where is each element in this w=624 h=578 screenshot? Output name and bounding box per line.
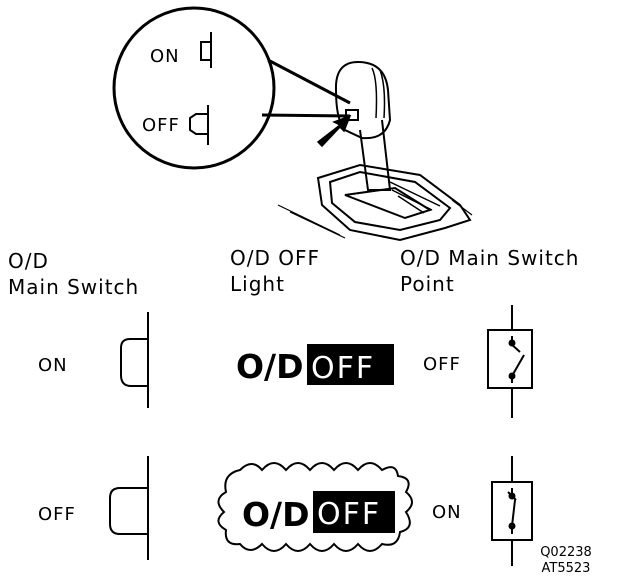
row2-light-od-text: O/D bbox=[242, 495, 310, 534]
contact-closed-icon bbox=[491, 456, 533, 566]
switch-released-icon bbox=[109, 456, 149, 560]
switch-pressed-icon bbox=[120, 312, 149, 408]
header-light-line1: O/D OFF bbox=[230, 246, 320, 270]
row-switch-on: ON O/D OFF OFF bbox=[38, 305, 533, 418]
header-main-switch-line1: O/D bbox=[8, 249, 49, 273]
contact-open-icon bbox=[487, 305, 533, 418]
row1-switch-state: ON bbox=[38, 355, 68, 376]
shift-lever-illustration bbox=[277, 60, 473, 242]
row2-point-state: ON bbox=[432, 502, 462, 523]
figure-code-1: Q02238 bbox=[540, 545, 592, 560]
row-switch-off: OFF O/D OFF ON bbox=[38, 456, 533, 566]
figure-code-2: AT5523 bbox=[542, 561, 591, 576]
row1-light-off-text: OFF bbox=[311, 351, 375, 386]
header-point-line2: Point bbox=[400, 272, 455, 296]
row1-light-od-text: O/D bbox=[236, 347, 304, 386]
header-light-line2: Light bbox=[230, 272, 285, 296]
callout-on-label: ON bbox=[150, 46, 180, 67]
row2-switch-state: OFF bbox=[38, 504, 76, 525]
callout-on-button-icon bbox=[200, 32, 212, 68]
callout-off-label: OFF bbox=[142, 115, 180, 136]
callout-off-button-icon bbox=[189, 105, 209, 145]
row2-light-off-text: OFF bbox=[317, 497, 381, 532]
header-point-line1: O/D Main Switch bbox=[400, 246, 579, 270]
od-off-light-lit: O/D OFF bbox=[217, 462, 413, 552]
callout-magnifier bbox=[112, 6, 351, 170]
header-main-switch-line2: Main Switch bbox=[8, 275, 139, 299]
od-off-light-unlit: O/D OFF bbox=[236, 344, 394, 386]
pointer-arrow-icon bbox=[316, 114, 352, 148]
row1-point-state: OFF bbox=[423, 354, 461, 375]
